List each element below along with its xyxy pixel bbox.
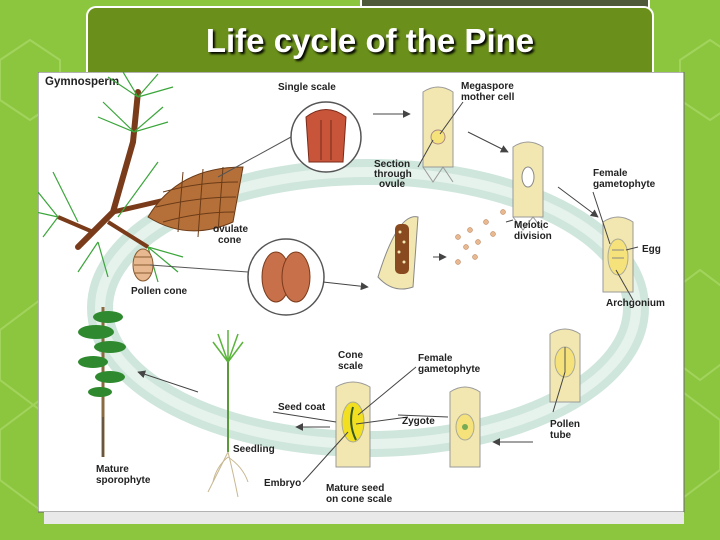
label-female-gametophyte-2: gametophyte xyxy=(593,179,656,190)
label-mature-sporophyte-1: Mature xyxy=(96,464,129,475)
title-band xyxy=(86,6,654,72)
pollen-grains xyxy=(455,209,506,265)
pollen-sac-section-illustration xyxy=(377,216,419,290)
label-meiotic-1: Meiotic xyxy=(514,220,549,231)
panel-shadow xyxy=(44,512,684,524)
label-seed-coat: Seed coat xyxy=(278,402,326,413)
label-zygote: Zygote xyxy=(402,416,435,427)
leader-lines xyxy=(102,101,639,483)
label-single-scale: Single scale xyxy=(278,82,336,93)
label-pollen-tube-2: tube xyxy=(550,430,572,441)
label-cone-scale-2: scale xyxy=(338,361,363,372)
pine-life-cycle-diagram: Gymnosperm xyxy=(38,72,685,524)
label-mature-seed-2: on cone scale xyxy=(326,494,393,505)
label-megaspore-2: mother cell xyxy=(461,92,515,103)
ovule-stage-4 xyxy=(549,328,581,403)
label-section-2: through xyxy=(374,169,412,180)
label-section-3: ovule xyxy=(379,179,406,190)
seedling-illustration xyxy=(207,330,249,498)
ovule-stage-2 xyxy=(512,141,544,231)
single-scale-illustration xyxy=(290,101,362,173)
label-mature-sporophyte-2: sporophyte xyxy=(96,475,151,486)
label-seedling: Seedling xyxy=(233,444,275,455)
ovule-stage-5 xyxy=(449,386,481,468)
cycle-arrows xyxy=(137,110,599,446)
label-female-gametophyte2-2: gametophyte xyxy=(418,364,481,375)
slide-title: Life cycle of the Pine xyxy=(205,22,535,59)
label-pollen-tube-1: Pollen xyxy=(550,419,580,430)
mature-seed-illustration xyxy=(335,381,371,468)
label-cone-scale-1: Cone xyxy=(338,350,363,361)
label-ovulate-2: cone xyxy=(218,235,242,246)
label-section-1: Section xyxy=(374,159,410,170)
label-meiotic-2: division xyxy=(514,231,552,242)
label-archegonium: Archgonium xyxy=(606,298,665,309)
pollen-sac-illustration xyxy=(247,238,325,316)
label-female-gametophyte2-1: Female xyxy=(418,353,453,364)
label-megaspore-1: Megaspore xyxy=(461,81,514,92)
ovule-stage-1 xyxy=(422,86,454,183)
top-strip xyxy=(360,0,650,8)
label-mature-seed-1: Mature seed xyxy=(326,483,384,494)
label-egg: Egg xyxy=(642,244,661,255)
label-pollen-cone: Pollen cone xyxy=(131,286,188,297)
diagram-heading: Gymnosperm xyxy=(45,76,119,88)
label-ovulate-1: ovulate xyxy=(213,224,248,235)
pollen-cone-illustration xyxy=(132,248,154,282)
label-embryo: Embryo xyxy=(264,478,301,489)
ovulate-cone-illustration xyxy=(147,166,244,238)
label-female-gametophyte-1: Female xyxy=(593,168,628,179)
ovule-stage-3 xyxy=(602,216,634,293)
